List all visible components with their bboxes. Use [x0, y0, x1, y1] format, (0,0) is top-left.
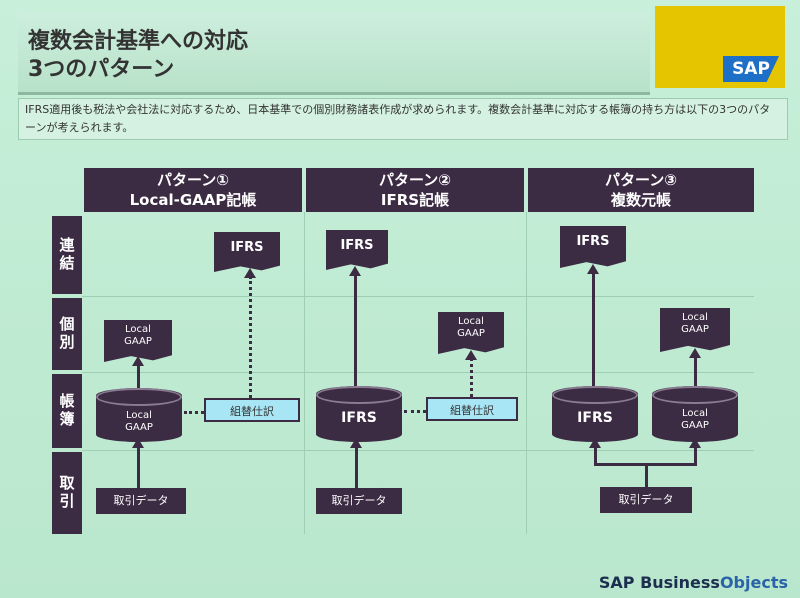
p1-transaction-data: 取引データ: [96, 488, 186, 514]
sap-logo: SAP: [723, 56, 779, 82]
pattern-3-title: パターン③: [605, 171, 677, 189]
p3-transaction-data: 取引データ: [600, 487, 692, 513]
page-title: 複数会計基準への対応 3つのパターン: [28, 29, 249, 82]
p1-ledger-gaap-text: GAAP: [125, 422, 153, 433]
row-label-ledger: 帳簿: [52, 374, 82, 448]
p1-reclass-entry: 組替仕訳: [204, 398, 300, 422]
p1-dotted-arrow-to-ifrs: [244, 268, 256, 398]
p2-reclass-entry: 組替仕訳: [426, 397, 518, 421]
p3-stem-line: [645, 463, 648, 487]
p1-arrow-data-to-ledger: [132, 438, 144, 488]
p1-arrow-ledger-to-individual: [132, 356, 144, 390]
p3-local-ledger-cap: [652, 386, 738, 404]
column-separator: [526, 212, 527, 534]
p3-ifrs-ledger-cap: [552, 386, 638, 404]
p2-dotted-arrow-to-local: [465, 350, 477, 397]
p3-arrow-ifrs-ledger-to-consolidated: [587, 264, 599, 388]
business-objects-logo: SAP BusinessObjects: [599, 573, 788, 592]
row-separator: [82, 296, 754, 297]
p3-local-gaap-ledger: Local GAAP: [652, 386, 738, 442]
p3-arrow-branch-left: [589, 438, 601, 464]
pattern-2-subtitle: IFRS記帳: [380, 191, 450, 209]
p3-ledger-ifrs-text: IFRS: [577, 410, 613, 426]
row-label-individual: 個別: [52, 298, 82, 370]
sap-brand-box: SAP: [655, 6, 785, 88]
row-separator: [82, 450, 754, 451]
p2-doc-gaap-text: GAAP: [457, 328, 485, 339]
p1-ifrs-document: IFRS: [214, 232, 280, 272]
footer-brand-prefix: SAP Business: [598, 573, 720, 592]
p2-ifrs-document: IFRS: [326, 230, 388, 270]
p2-ledger-ifrs-text: IFRS: [341, 410, 377, 426]
pattern-1-subtitle: Local-GAAP記帳: [129, 191, 257, 209]
p1-local-gaap-ledger: Local GAAP: [96, 388, 182, 442]
row-separator: [82, 372, 754, 373]
title-band: 複数会計基準への対応 3つのパターン: [18, 12, 650, 95]
p3-arrow-local-ledger-to-individual: [689, 348, 701, 388]
p1-doc-gaap-text: GAAP: [124, 336, 152, 347]
p3-ifrs-document: IFRS: [560, 226, 626, 268]
pattern-3-subtitle: 複数元帳: [610, 191, 671, 209]
pattern-1-header: パターン① Local-GAAP記帳: [84, 168, 302, 212]
p2-ledger-cap: [316, 386, 402, 404]
p3-ifrs-ledger: IFRS: [552, 386, 638, 442]
p2-arrow-ledger-to-consolidated: [349, 266, 361, 388]
p2-doc-local-text: Local: [458, 316, 484, 327]
p2-arrow-data-to-ledger: [350, 438, 362, 488]
intro-text: IFRS適用後も税法や会社法に対応するため、日本基準での個別財務諸表作成が求めら…: [18, 98, 788, 140]
row-label-consolidated: 連結: [52, 216, 82, 294]
pattern-2-header: パターン② IFRS記帳: [306, 168, 524, 212]
column-separator: [304, 212, 305, 534]
p1-ledger-local-text: Local: [126, 410, 152, 421]
p2-transaction-data: 取引データ: [316, 488, 402, 514]
pattern-1-title: パターン①: [157, 171, 229, 189]
row-label-transactions: 取引: [52, 452, 82, 534]
pattern-2-title: パターン②: [379, 171, 451, 189]
p2-dotted-link: [404, 410, 426, 413]
p1-ledger-cap: [96, 388, 182, 406]
p3-doc-gaap-text: GAAP: [681, 324, 709, 335]
p3-ledger-local-text: Local: [682, 408, 708, 419]
p3-local-gaap-document: Local GAAP: [660, 308, 730, 352]
footer-brand-suffix: Objects: [719, 573, 788, 592]
p3-ledger-gaap-text: GAAP: [681, 420, 709, 431]
pattern-3-header: パターン③ 複数元帳: [528, 168, 754, 212]
p1-doc-local-text: Local: [125, 324, 151, 335]
p2-ifrs-ledger: IFRS: [316, 386, 402, 442]
p1-dotted-link: [184, 411, 204, 414]
p1-local-gaap-document: Local GAAP: [104, 320, 172, 362]
p2-local-gaap-document: Local GAAP: [438, 312, 504, 354]
p3-arrow-branch-right: [689, 438, 701, 464]
p3-doc-local-text: Local: [682, 312, 708, 323]
